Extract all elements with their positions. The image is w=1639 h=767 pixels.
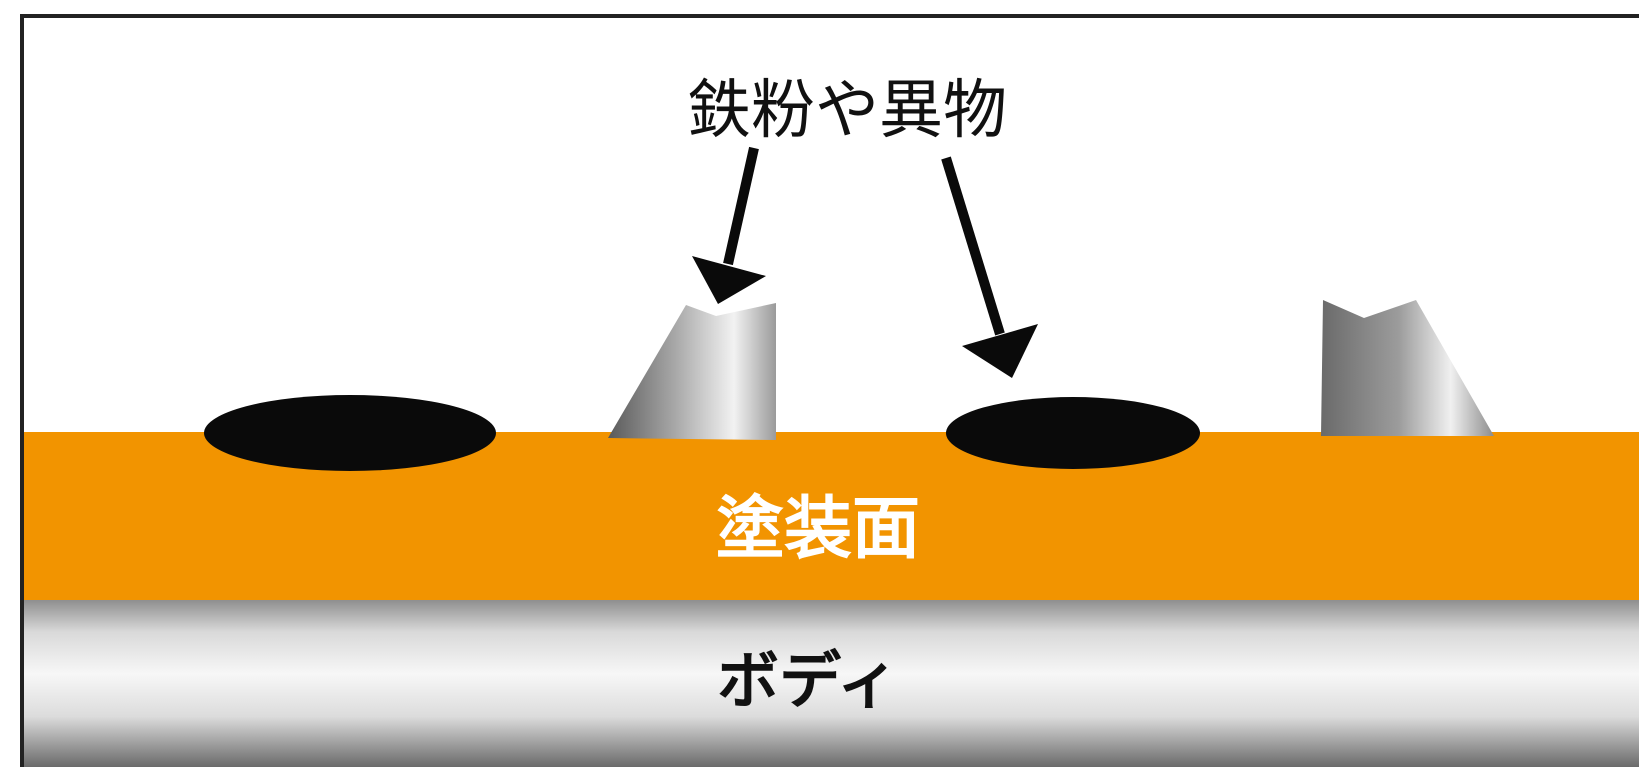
down-arrow-icon (941, 156, 1038, 378)
body-label: ボディ (717, 644, 899, 717)
black-oval-particle-icon (946, 397, 1200, 469)
down-arrow-icon (692, 146, 766, 304)
metal-spike-particle-icon (608, 303, 776, 440)
particles-label: 鉄粉や異物 (687, 74, 1007, 148)
black-oval-particle-icon (204, 395, 496, 471)
body-layer (24, 598, 1639, 767)
metal-spike-particle-icon (1321, 300, 1494, 436)
diagram-frame (20, 14, 1639, 767)
paint-surface-label: 塗装面 (716, 490, 920, 569)
